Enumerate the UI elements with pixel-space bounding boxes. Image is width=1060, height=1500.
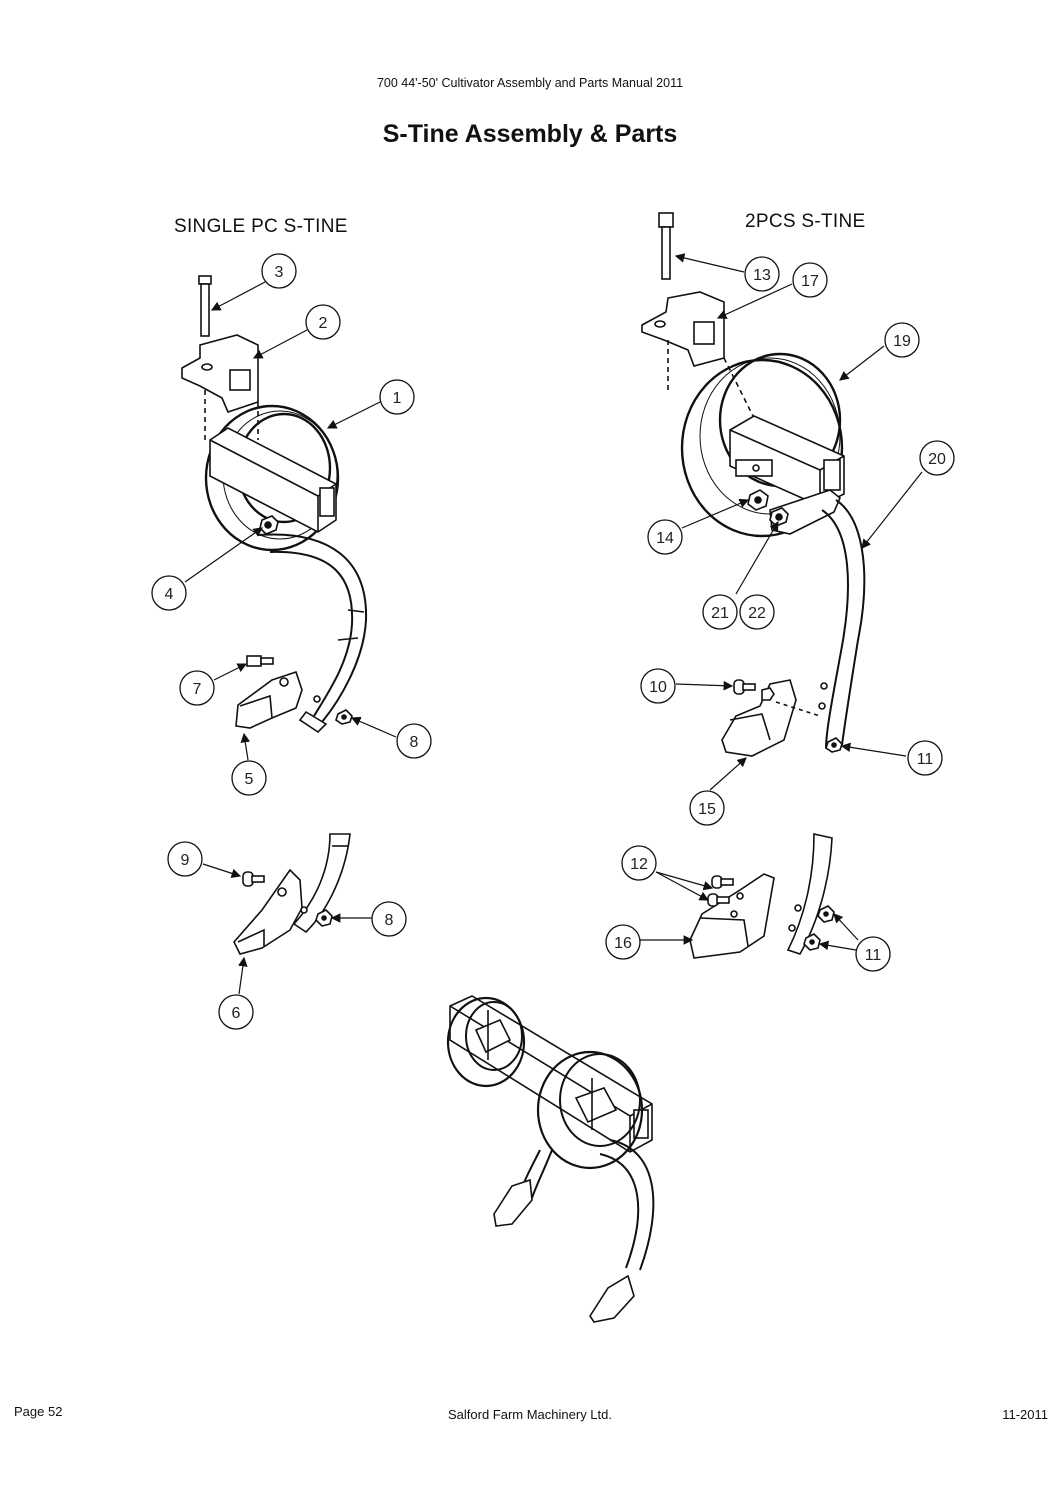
svg-text:16: 16 bbox=[614, 935, 632, 952]
callout-2: 2 bbox=[305, 304, 341, 340]
combined-assembly-view bbox=[446, 995, 655, 1323]
callouts: 3 2 1 4 7 5 8 9 8 6 13 17 19 20 14 21 22… bbox=[151, 253, 955, 1030]
nut-part-4 bbox=[259, 515, 279, 535]
footer-company: Salford Farm Machinery Ltd. bbox=[447, 1407, 612, 1422]
point-part-16 bbox=[689, 873, 775, 959]
svg-text:15: 15 bbox=[698, 801, 716, 818]
svg-text:11: 11 bbox=[917, 751, 934, 768]
point-part-5 bbox=[235, 670, 303, 729]
svg-text:8: 8 bbox=[410, 734, 419, 751]
nut-part-11a bbox=[825, 737, 843, 753]
svg-text:9: 9 bbox=[181, 852, 190, 869]
page-title: S-Tine Assembly & Parts bbox=[382, 120, 678, 148]
clamp-part-17 bbox=[641, 291, 761, 431]
svg-text:22: 22 bbox=[748, 605, 766, 622]
section-label-2pcs: 2PCS S-TINE bbox=[745, 211, 866, 232]
bolt-part-13 bbox=[658, 212, 674, 280]
callout-10: 10 bbox=[640, 668, 676, 704]
svg-text:17: 17 bbox=[801, 273, 819, 290]
callout-6: 6 bbox=[218, 994, 254, 1030]
callout-9: 9 bbox=[167, 841, 203, 877]
callout-20: 20 bbox=[919, 440, 955, 476]
nut-part-14 bbox=[747, 489, 769, 511]
s-tine-shank bbox=[257, 533, 368, 734]
callout-7: 7 bbox=[179, 670, 215, 706]
callout-15: 15 bbox=[689, 790, 725, 826]
svg-text:14: 14 bbox=[656, 530, 674, 547]
bolt-part-7 bbox=[246, 655, 274, 667]
bolts-part-12 bbox=[707, 875, 734, 907]
footer-date: 11-2011 bbox=[1002, 1407, 1048, 1422]
callout-11b: 11 bbox=[855, 936, 891, 972]
svg-text:1: 1 bbox=[393, 390, 402, 407]
svg-text:13: 13 bbox=[753, 267, 771, 284]
callout-11a: 11 bbox=[907, 740, 943, 776]
clamp-part-2 bbox=[181, 334, 259, 440]
svg-text:19: 19 bbox=[893, 333, 911, 350]
callout-21: 21 bbox=[702, 594, 738, 630]
bolt-part-10 bbox=[733, 679, 756, 695]
svg-text:8: 8 bbox=[385, 912, 394, 929]
square-tube-2 bbox=[729, 415, 845, 507]
callout-14: 14 bbox=[647, 519, 683, 555]
callout-17: 17 bbox=[792, 262, 828, 298]
callout-5: 5 bbox=[231, 760, 267, 796]
square-tube bbox=[209, 427, 337, 533]
manual-title: 700 44'-50' Cultivator Assembly and Part… bbox=[376, 76, 684, 90]
svg-text:6: 6 bbox=[232, 1005, 241, 1022]
svg-text:20: 20 bbox=[928, 451, 946, 468]
point-part-6 bbox=[233, 868, 303, 955]
callout-22: 22 bbox=[739, 594, 775, 630]
svg-text:7: 7 bbox=[193, 681, 202, 698]
callout-8a: 8 bbox=[396, 723, 432, 759]
svg-text:12: 12 bbox=[630, 856, 648, 873]
leader-lines bbox=[184, 253, 923, 995]
callout-16: 16 bbox=[605, 924, 641, 960]
svg-text:21: 21 bbox=[711, 605, 729, 622]
bracket-part-21-22 bbox=[769, 489, 841, 535]
callout-4: 4 bbox=[151, 575, 187, 611]
two-pcs-assembly bbox=[641, 212, 866, 959]
bolt-part-3 bbox=[198, 275, 212, 337]
shank-section-6 bbox=[292, 833, 351, 934]
point-part-15 bbox=[721, 679, 821, 757]
callout-12: 12 bbox=[621, 845, 657, 881]
bolt-part-9 bbox=[242, 871, 265, 887]
callout-1: 1 bbox=[379, 379, 415, 415]
nuts-part-11b bbox=[803, 905, 835, 951]
footer-page-number: Page 52 bbox=[14, 1404, 63, 1419]
svg-text:4: 4 bbox=[165, 586, 174, 603]
section-label-single-pc: SINGLE PC S-TINE bbox=[174, 216, 348, 237]
svg-text:11: 11 bbox=[865, 947, 882, 964]
callout-13: 13 bbox=[744, 256, 780, 292]
shank-section-16 bbox=[786, 833, 833, 955]
svg-text:3: 3 bbox=[275, 264, 284, 281]
callout-3: 3 bbox=[261, 253, 297, 289]
callout-19: 19 bbox=[884, 322, 920, 358]
tine-part-20 bbox=[818, 499, 866, 749]
svg-text:10: 10 bbox=[649, 679, 667, 696]
callout-8b: 8 bbox=[371, 901, 407, 937]
nut-part-8b bbox=[315, 909, 333, 927]
single-pc-assembly bbox=[181, 275, 368, 955]
nut-part-8a bbox=[335, 709, 353, 725]
svg-text:2: 2 bbox=[319, 315, 328, 332]
svg-text:5: 5 bbox=[245, 771, 254, 788]
